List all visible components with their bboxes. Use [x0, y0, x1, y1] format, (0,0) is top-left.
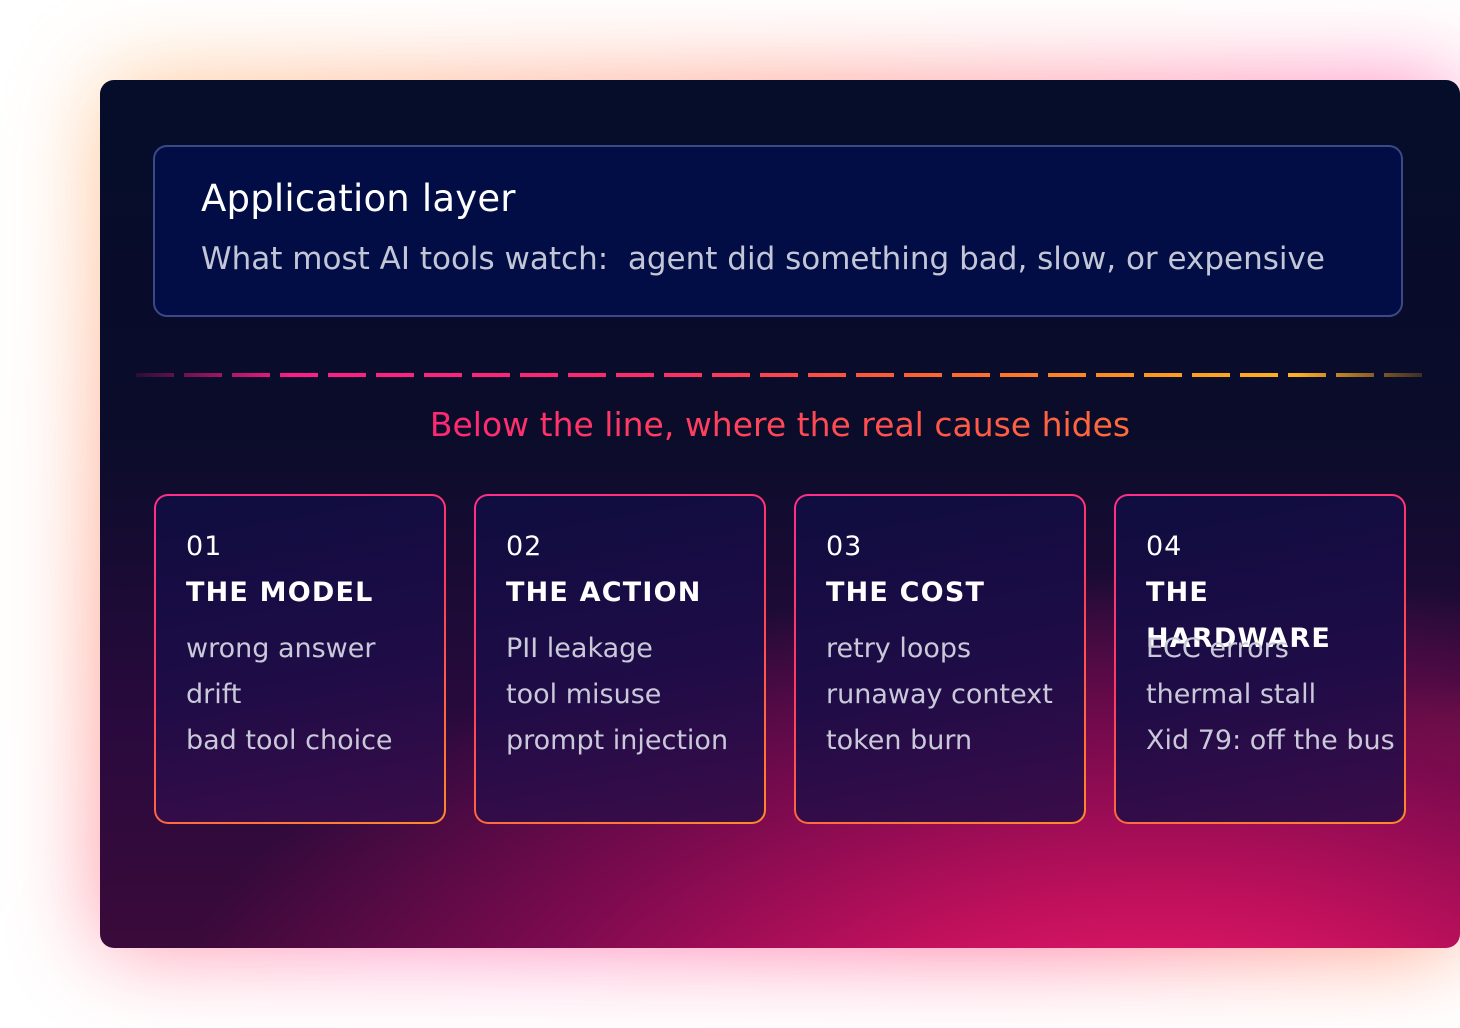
card-number: 04 — [1146, 531, 1183, 562]
card-item: PII leakage — [506, 633, 653, 664]
card-item: Xid 79: off the bus — [1146, 725, 1395, 756]
card-body: 04 THE HARDWARE ECC errors thermal stall… — [1116, 496, 1404, 822]
dashed-divider-line — [136, 373, 1426, 377]
below-line-heading-text: Below the line, where the real cause hid… — [429, 405, 1131, 444]
card-item: bad tool choice — [186, 725, 393, 756]
card-number: 03 — [826, 531, 863, 562]
card-body: 03 THE COST retry loops runaway context … — [796, 496, 1084, 822]
below-line-heading: Below the line, where the real cause hid… — [100, 405, 1460, 444]
diagram-panel: Application layer What most AI tools wat… — [100, 80, 1460, 948]
application-layer-title: Application layer — [201, 177, 516, 220]
card-item: token burn — [826, 725, 973, 756]
card-item: prompt injection — [506, 725, 729, 756]
card-the-model: 01 THE MODEL wrong answer drift bad tool… — [154, 494, 446, 824]
card-body: 01 THE MODEL wrong answer drift bad tool… — [156, 496, 444, 822]
card-item-list: wrong answer drift bad tool choice — [186, 626, 444, 764]
card-item: runaway context — [826, 679, 1053, 710]
card-the-hardware: 04 THE HARDWARE ECC errors thermal stall… — [1114, 494, 1406, 824]
card-item-list: PII leakage tool misuse prompt injection — [506, 626, 764, 764]
card-the-cost: 03 THE COST retry loops runaway context … — [794, 494, 1086, 824]
card-title: THE HARDWARE — [1146, 577, 1331, 654]
card-title: THE ACTION — [506, 577, 702, 608]
card-item: drift — [186, 679, 242, 710]
card-number: 02 — [506, 531, 543, 562]
application-layer-box: Application layer What most AI tools wat… — [153, 145, 1403, 317]
card-item-list: ECC errors thermal stall Xid 79: off the… — [1146, 626, 1404, 764]
card-item: tool misuse — [506, 679, 662, 710]
card-item: thermal stall — [1146, 679, 1317, 710]
card-item: wrong answer — [186, 633, 376, 664]
card-item: ECC errors — [1146, 633, 1289, 664]
card-title: THE COST — [826, 577, 986, 608]
application-layer-subtitle: What most AI tools watch: agent did some… — [201, 241, 1325, 277]
card-title: THE MODEL — [186, 577, 374, 608]
card-item: retry loops — [826, 633, 972, 664]
card-body: 02 THE ACTION PII leakage tool misuse pr… — [476, 496, 764, 822]
card-item-list: retry loops runaway context token burn — [826, 626, 1084, 764]
card-number: 01 — [186, 531, 223, 562]
card-the-action: 02 THE ACTION PII leakage tool misuse pr… — [474, 494, 766, 824]
